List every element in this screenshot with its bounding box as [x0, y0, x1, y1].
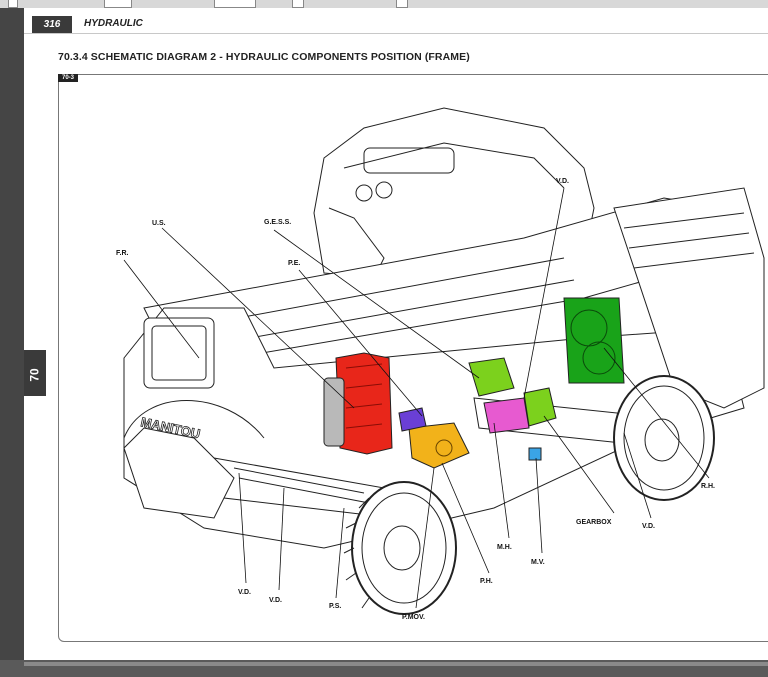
leader-lines [123, 187, 710, 609]
figure-frame [58, 74, 768, 642]
counterweight [123, 427, 235, 519]
engine-cover [143, 317, 215, 389]
toolbar-button[interactable] [8, 0, 18, 8]
hydrostatic-motor [483, 397, 530, 434]
label-ps: P.S. [329, 603, 341, 610]
label-gearbox: GEARBOX [576, 519, 612, 526]
label-gess: G.E.S.S. [264, 219, 291, 226]
control-valve-block [468, 357, 515, 397]
hydraulic-tank [335, 352, 393, 455]
label-rh: R.H. [701, 483, 715, 490]
hydrostatic-pump [408, 422, 470, 469]
label-vd-left-2: V.D. [269, 597, 282, 604]
movement-valve [528, 447, 542, 461]
toolbar-button[interactable] [292, 0, 304, 8]
chapter-tab: 70 [24, 350, 46, 396]
zoom-field[interactable] [214, 0, 256, 8]
label-pe: P.E. [288, 260, 300, 267]
label-ph: P.H. [480, 578, 493, 585]
rear-wheel [343, 481, 457, 615]
label-vd-top: V.D. [556, 178, 569, 185]
section-title: HYDRAULIC [84, 18, 143, 29]
electric-pump-motor [398, 407, 427, 432]
label-pmov: P.MOV. [402, 614, 425, 621]
viewer-left-panel [0, 8, 24, 677]
oil-cooler [563, 297, 625, 384]
page-number-field[interactable] [104, 0, 132, 8]
label-vd-right: V.D. [642, 523, 655, 530]
manual-page: 316 HYDRAULIC 70.3.4 SCHEMATIC DIAGRAM 2… [24, 8, 768, 660]
label-mv: M.V. [531, 559, 545, 566]
label-mh: M.H. [497, 544, 512, 551]
filter-canister [323, 377, 345, 447]
label-vd-left-1: V.D. [238, 589, 251, 596]
toolbar-button[interactable] [396, 0, 408, 8]
figure-title: 70.3.4 SCHEMATIC DIAGRAM 2 - HYDRAULIC C… [58, 51, 470, 63]
page-header [24, 16, 768, 34]
label-us: U.S. [152, 220, 166, 227]
front-wheel [613, 375, 715, 501]
figure-tag: 70-3 [58, 74, 78, 82]
label-fr: F.R. [116, 250, 129, 257]
page-number: 316 [32, 16, 72, 33]
cab-roof-module [363, 147, 455, 174]
hydraulic-components-diagram: MANITOU [116, 107, 765, 621]
page-separator [24, 662, 768, 666]
